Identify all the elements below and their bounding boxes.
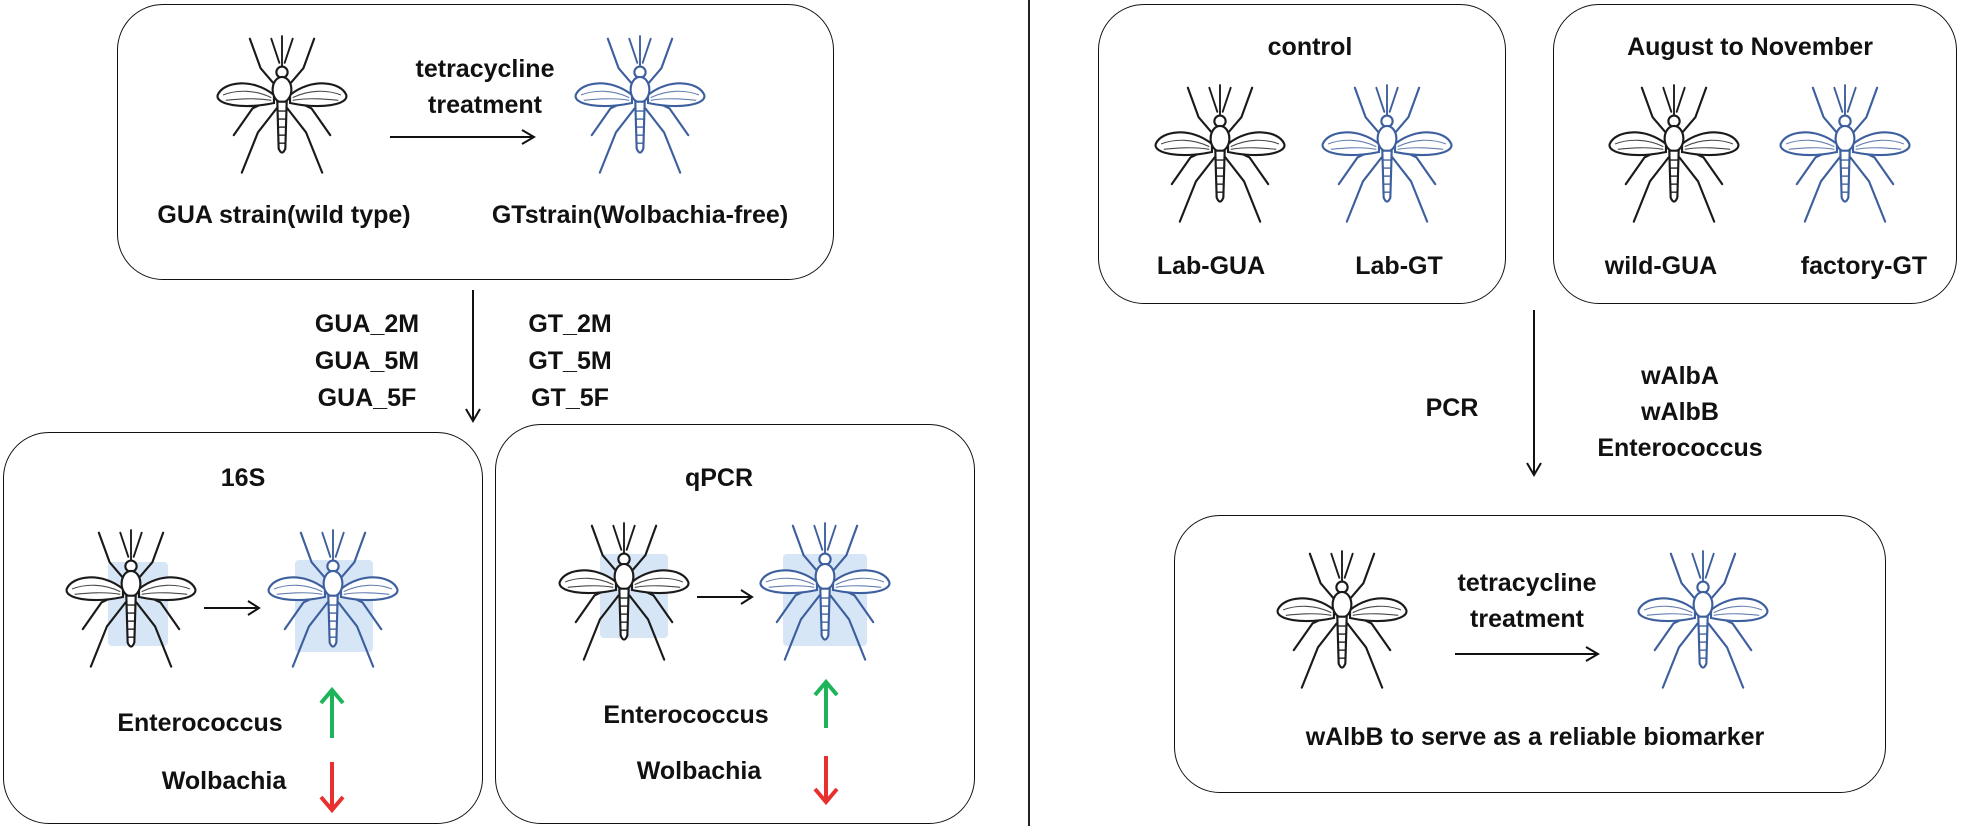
pcr-label: PCR: [1425, 394, 1479, 422]
lab-gua-label: Lab-GUA: [1156, 252, 1266, 280]
free-strain-label: GTstrain(Wolbachia-free): [491, 201, 789, 229]
wild-strain-label: GUA strain(wild type): [157, 201, 411, 229]
strain-box: [117, 4, 834, 280]
gua-groups: GUA_2M GUA_5M GUA_5F: [314, 310, 420, 412]
pcr-targets: wAlbA wAlbB Enterococcus: [1597, 362, 1763, 462]
wolbachia-label: Wolbachia: [161, 767, 287, 795]
qpcr-title: qPCR: [684, 464, 754, 492]
season-title: August to November: [1627, 33, 1873, 61]
16s-title: 16S: [220, 464, 266, 492]
treatment-label: tetracycline treatment: [415, 55, 555, 119]
qpcr-box: [495, 424, 975, 824]
wolbachia-label: Wolbachia: [636, 757, 762, 785]
factory-gt-label: factory-GT: [1800, 252, 1928, 280]
enterococcus-label: Enterococcus: [603, 701, 769, 729]
treatment-label: tetracycline treatment: [1457, 569, 1597, 633]
control-title: control: [1267, 33, 1353, 61]
panel-divider: [1028, 0, 1030, 826]
wild-gua-label: wild-GUA: [1604, 252, 1718, 280]
enterococcus-label: Enterococcus: [117, 709, 283, 737]
biomarker-conclusion: wAlbB to serve as a reliable biomarker: [1305, 723, 1765, 751]
lab-gt-label: Lab-GT: [1355, 252, 1443, 280]
gt-groups: GT_2M GT_5M GT_5F: [528, 310, 612, 412]
